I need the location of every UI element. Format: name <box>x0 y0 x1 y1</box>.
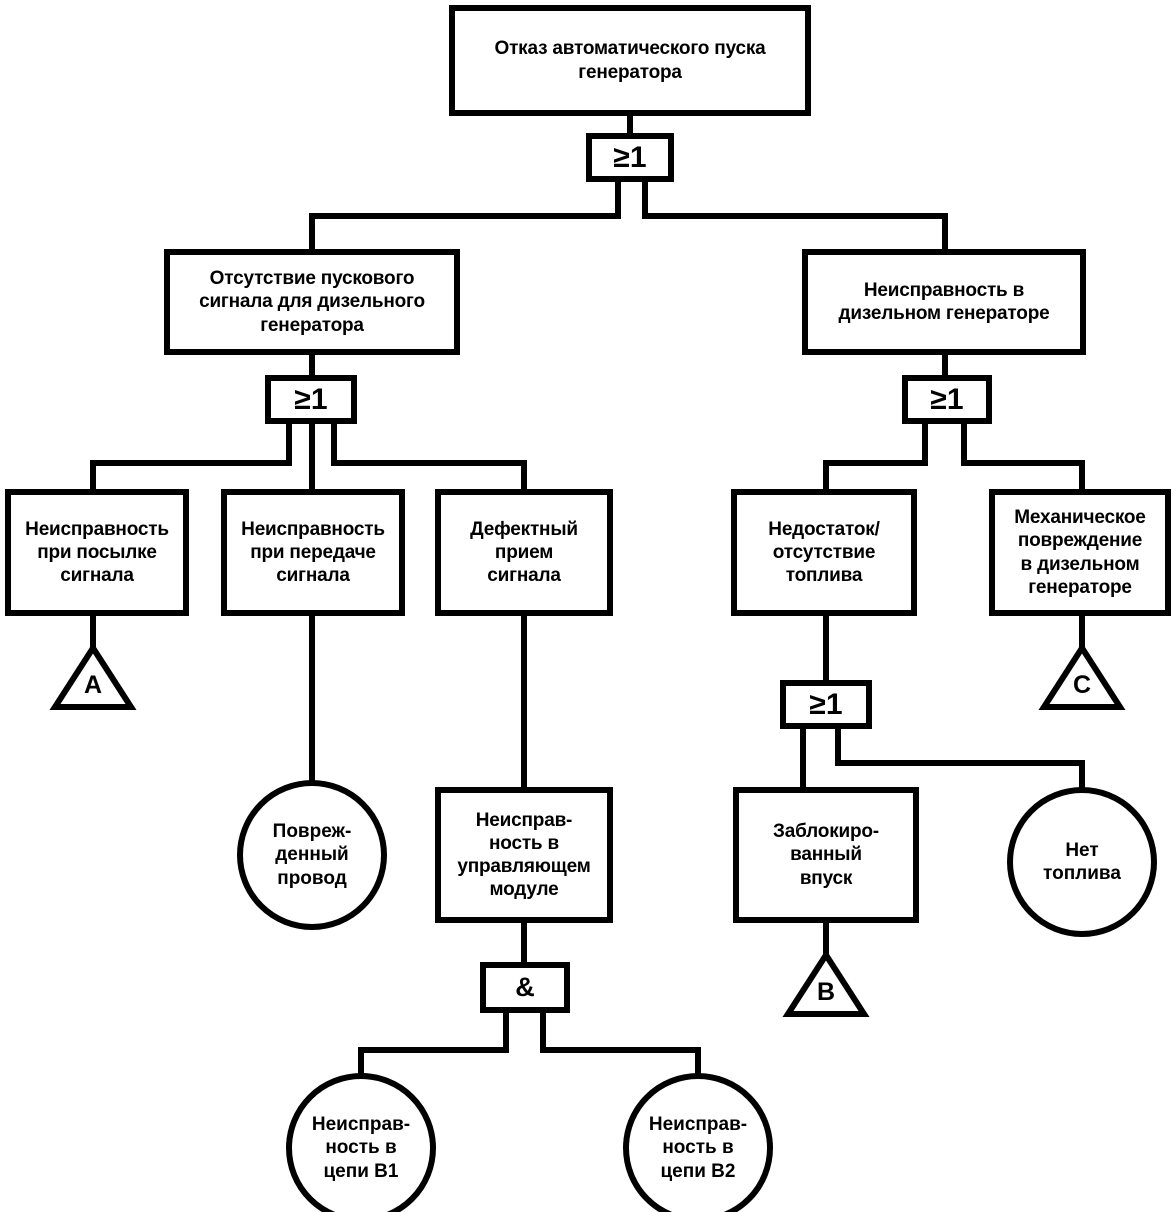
node-shape-damaged-wire[interactable] <box>237 780 387 930</box>
node-shape-control-module[interactable] <box>435 787 613 923</box>
node-shape-blocked-intake[interactable] <box>733 787 919 923</box>
node-shape-circuit-b2[interactable] <box>623 1073 773 1212</box>
node-shape-transmit-fault[interactable] <box>221 489 405 616</box>
node-shape-transfer-b[interactable] <box>782 949 870 1017</box>
edges-layer <box>90 113 1085 1078</box>
edge-gate-right-to-mech <box>961 421 1085 492</box>
edge-gate-left-to-receive <box>331 421 527 492</box>
node-shape-gate-fuel[interactable] <box>780 680 872 729</box>
node-shape-no-fuel[interactable] <box>1007 787 1157 937</box>
node-shape-fuel-lack[interactable] <box>731 489 917 616</box>
node-shape-transfer-c[interactable] <box>1038 642 1126 710</box>
edge-gate-top-to-right <box>642 178 948 252</box>
edge-gate-top-to-left <box>309 178 621 252</box>
edge-gate-fuel-to-no-fuel <box>835 726 1085 790</box>
node-shape-no-start-signal[interactable] <box>164 249 460 355</box>
node-shape-top-event[interactable] <box>449 5 811 116</box>
edge-gate-left-to-send <box>90 421 292 492</box>
node-shape-mech-damage[interactable] <box>989 489 1171 616</box>
node-shape-gate-right[interactable] <box>902 375 992 424</box>
node-shape-gate-and[interactable] <box>480 962 570 1013</box>
edge-gate-right-to-fuel <box>823 421 928 492</box>
edge-gate-and-to-b2 <box>540 1010 701 1078</box>
shapes-layer <box>5 5 1171 1212</box>
node-shape-diesel-fault[interactable] <box>802 249 1086 355</box>
node-shape-circuit-b1[interactable] <box>286 1073 436 1212</box>
node-shape-transfer-a[interactable] <box>49 642 137 710</box>
node-shape-gate-top[interactable] <box>586 133 674 182</box>
node-shape-gate-left[interactable] <box>265 375 357 424</box>
node-shape-send-fault[interactable] <box>5 489 189 616</box>
node-shape-receive-fault[interactable] <box>435 489 613 616</box>
edge-gate-and-to-b1 <box>358 1010 509 1078</box>
